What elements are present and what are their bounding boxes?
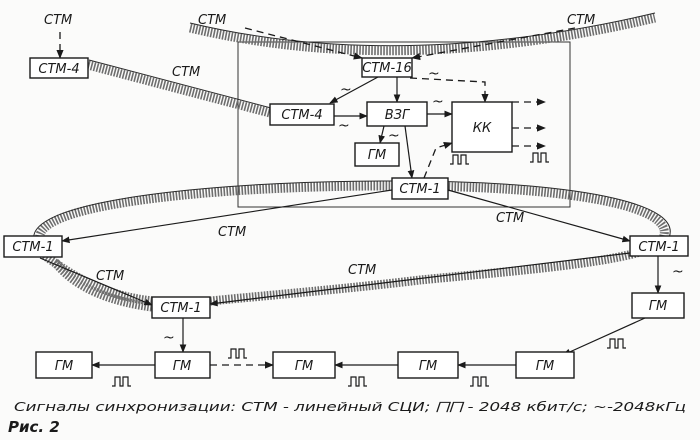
stm-label-top-left: СТМ: [44, 13, 72, 28]
node-gm-chain-1: ГМ: [35, 351, 93, 379]
node-gm-chain-3: ГМ: [272, 351, 336, 379]
node-stm1-right-label: СТМ-1: [638, 240, 679, 255]
stm-label-hatched-link: СТМ: [172, 65, 200, 80]
stm4-hatched-link-edge: [88, 59, 272, 109]
pulse-icon-gm-right: [607, 338, 626, 349]
node-gm-right: ГМ: [631, 292, 685, 319]
tilde-vzg-gm: ~: [388, 128, 400, 144]
node-stm1-bottom-label: СТМ-1: [160, 301, 201, 316]
stm-label-top-right: СТМ: [567, 13, 595, 28]
tilde-stm16: ~: [428, 66, 440, 82]
node-kk-label: КК: [473, 121, 492, 136]
pulse-icon-chain-3: [348, 376, 367, 387]
pulse-icon-kk: [450, 154, 469, 165]
node-gm-chain-5-label: ГМ: [536, 359, 554, 374]
node-stm4-center-label: СТМ-4: [281, 108, 322, 123]
node-gm-chain-2: ГМ: [154, 351, 211, 379]
tilde-stm1-bottom: ~: [163, 330, 175, 346]
stm1-top-to-stm1-left: [61, 189, 393, 244]
stm-label-ring-left: СТМ: [218, 225, 246, 240]
node-gm-right-label: ГМ: [649, 299, 667, 314]
node-gm-chain-4-label: ГМ: [419, 359, 437, 374]
node-gm-chain-1-label: ГМ: [55, 359, 73, 374]
node-stm1-left-label: СТМ-1: [12, 240, 53, 255]
node-vzg: ВЗГ: [366, 101, 428, 127]
node-vzg-label: ВЗГ: [385, 108, 411, 123]
caption-text: Сигналы синхронизации: СТМ - линейный СЦ…: [14, 399, 686, 414]
top-hatched-arc: [188, 13, 657, 56]
vzg-to-gm-center: [378, 125, 386, 144]
pulse-icon-chain-2: [228, 348, 247, 359]
tilde-stm4-right: ~: [338, 118, 350, 134]
stm-label-ring-right: СТМ: [496, 211, 524, 226]
node-stm1-right: СТМ-1: [629, 235, 689, 257]
stm-label-top-center: СТМ: [198, 13, 226, 28]
figure-label: Рис. 2: [8, 418, 60, 436]
top-hatched-arc-edge: [189, 12, 656, 47]
pulse-icon-chain-1: [112, 376, 131, 387]
stm-label-lower-center: СТМ: [348, 263, 376, 278]
pulse-icon-kk-right: [530, 152, 549, 163]
node-gm-chain-4: ГМ: [397, 351, 459, 379]
stm4-hatched-link: [86, 60, 272, 118]
stm1-top-to-stm1-right: [447, 189, 631, 243]
node-stm1-bottom: СТМ-1: [151, 296, 211, 319]
node-gm-chain-2-label: ГМ: [173, 359, 191, 374]
node-kk: КК: [451, 101, 513, 153]
stm1-top-dashed-to-kk: [423, 141, 453, 179]
lower-hatched-arc: [51, 259, 161, 313]
node-stm16-label: СТМ-16: [362, 61, 411, 76]
node-gm-center-label: ГМ: [368, 148, 386, 163]
node-stm4-left-label: СТМ-4: [38, 62, 79, 77]
main-hatched-ring-edge: [33, 180, 671, 244]
main-hatched-ring: [35, 181, 669, 308]
stm-dashed-to-stm16-left: [244, 27, 363, 60]
stm-dashed-to-stm16-right: [411, 27, 576, 61]
gm-right-to-chain5: [562, 317, 646, 356]
vzg-to-stm1-top: [404, 125, 415, 179]
tilde-stm4-left: ~: [340, 82, 352, 98]
stm1-left-to-stm1-bottom: [39, 257, 153, 306]
stm16-to-stm4: [329, 76, 379, 104]
central-station-frame: [237, 41, 571, 208]
node-gm-center: ГМ: [354, 142, 400, 167]
node-gm-chain-3-label: ГМ: [295, 359, 313, 374]
stm1-right-to-stm1-bottom: [209, 252, 631, 307]
node-stm1-top-label: СТМ-1: [399, 182, 440, 197]
node-stm16: СТМ-16: [361, 57, 413, 78]
node-stm1-top: СТМ-1: [391, 177, 449, 200]
pulse-icon-chain-4: [470, 376, 489, 387]
node-stm1-left: СТМ-1: [3, 235, 63, 258]
stm16-dashed-to-kk: [409, 77, 489, 103]
tilde-stm1-right: ~: [672, 264, 684, 280]
node-stm4-center: СТМ-4: [269, 103, 335, 126]
node-stm4-left: СТМ-4: [29, 57, 89, 79]
stm-label-lower-left: СТМ: [96, 269, 124, 284]
node-gm-chain-5: ГМ: [515, 351, 575, 379]
tilde-vzg-kk: ~: [432, 94, 444, 110]
